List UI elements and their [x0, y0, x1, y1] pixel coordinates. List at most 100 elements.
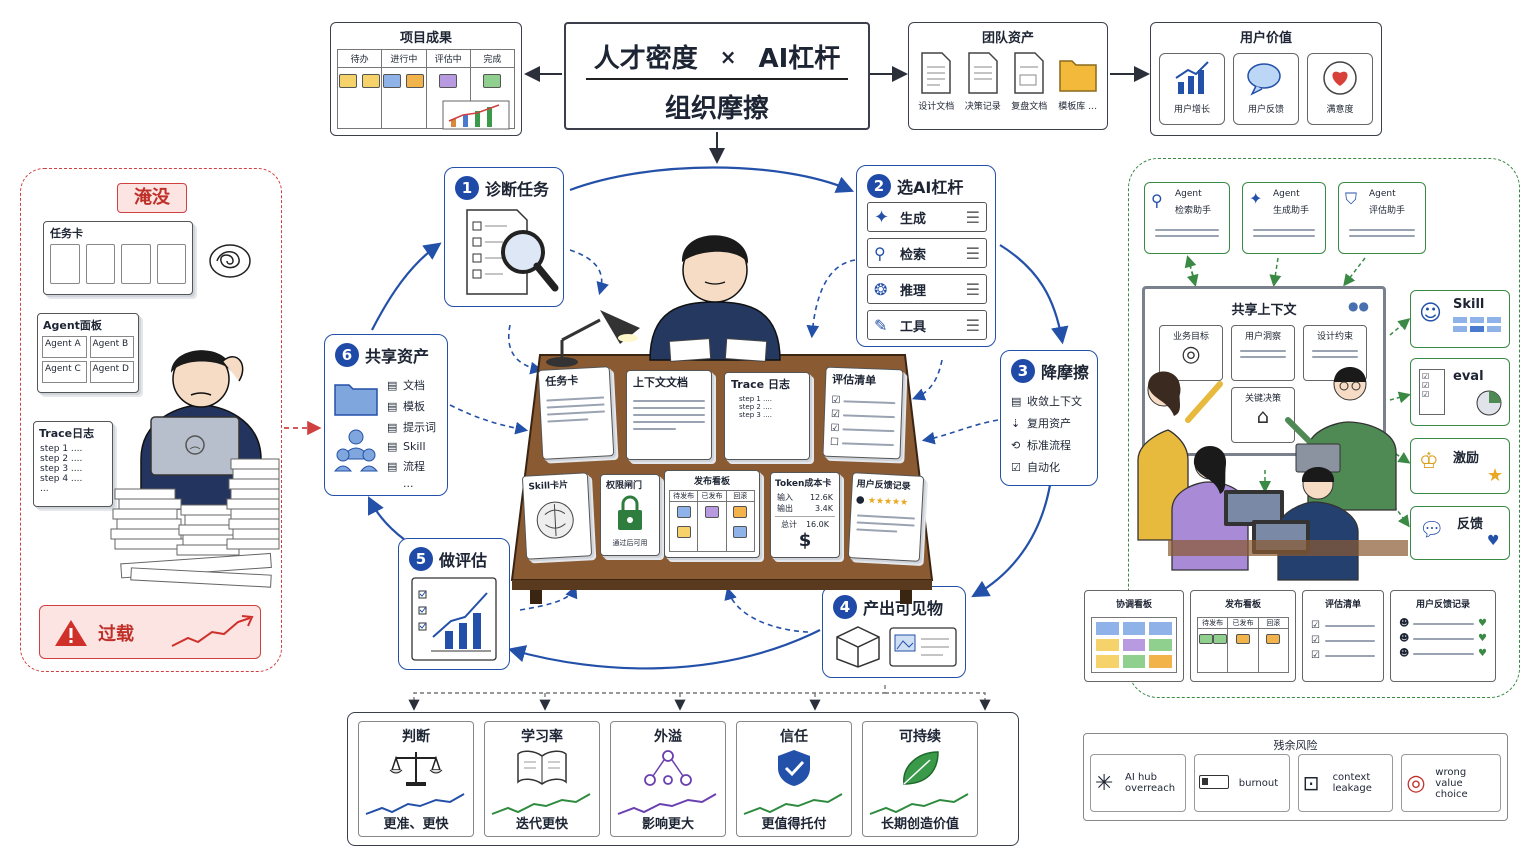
- agent-retrieval-card: ⚲ Agent 检索助手: [1144, 182, 1230, 254]
- desk-skill-card: Skill卡片: [521, 472, 593, 560]
- side-skill-card: ☺ Skill: [1410, 290, 1510, 348]
- list-bullet-icon: ▤: [387, 399, 398, 413]
- agent-generation-card: ✦ Agent 生成助手: [1242, 182, 1326, 254]
- lever-generate: ✦ 生成 ☰: [867, 202, 987, 232]
- growth-chart-icon: [1175, 61, 1209, 94]
- lever-retrieve: ⚲ 检索 ☰: [867, 238, 987, 268]
- outcome-title: 外溢: [654, 729, 682, 745]
- heart-icon: [1323, 61, 1357, 95]
- sticky-note: [339, 74, 358, 88]
- menu-lines-icon: ☰: [965, 315, 980, 335]
- formula-divider: [586, 78, 848, 80]
- step-3-title: 降摩擦: [1041, 363, 1090, 382]
- desk-eval-checklist: 评估清单 ☑ ☑ ☑ ☐: [822, 366, 904, 460]
- shield-check-icon: ⛉: [1345, 189, 1358, 208]
- flow-icon: ⟲: [1011, 438, 1021, 452]
- document-icon: [921, 52, 951, 94]
- outcome-trend-line: [617, 793, 717, 815]
- sticky-note: [439, 74, 458, 88]
- shared-asset-item: Skill: [403, 440, 426, 453]
- lever-reason: ❂ 推理 ☰: [867, 274, 987, 304]
- overload-panel: 淹没 任务卡 Agent面板 Agent A Agent B Agent C A…: [20, 168, 282, 672]
- outcome-subtitle: 迭代更快: [515, 817, 568, 832]
- leaking-lock-icon: ⊡: [1302, 771, 1320, 795]
- menu-lines-icon: ☰: [965, 207, 980, 227]
- lock-icon: [618, 495, 642, 530]
- step-4-title: 产出可见物: [863, 599, 944, 618]
- trend-up-icon: [171, 615, 254, 647]
- outcome-subtitle: 影响更大: [641, 817, 694, 832]
- outcome-card: 判断更准、更快: [358, 721, 474, 837]
- task-card-stack: 任务卡: [43, 221, 193, 295]
- user-avatar-icon: ☻: [1399, 633, 1410, 644]
- brain-icon: [536, 501, 574, 539]
- outcome-trend-line: [743, 793, 843, 815]
- friction-item: ▤收敛上下文: [1011, 394, 1082, 409]
- search-icon: ⚲: [874, 243, 886, 263]
- user-avatar-icon: ●: [855, 494, 865, 506]
- outcome-trend-line: [491, 793, 591, 815]
- scales-icon: [389, 752, 443, 786]
- sticky-note: [362, 74, 381, 88]
- chat-bubble-icon: [1247, 63, 1281, 96]
- context-key-decision: 关键决策 ⌂: [1231, 387, 1295, 443]
- outcome-trend-line: [365, 793, 465, 815]
- ai-leverage-label: AI杠杆: [758, 44, 841, 74]
- lever-tools: ✎ 工具 ☰: [867, 310, 987, 340]
- residual-risk-title: 残余风险: [1273, 739, 1318, 752]
- context-business-goal: 业务目标 ◎: [1159, 325, 1223, 381]
- trophy-icon: ♔: [1419, 449, 1439, 474]
- target-icon: ◎: [1181, 342, 1201, 367]
- overwhelm-badge: 淹没: [117, 183, 187, 213]
- kanban-col-doing: 进行中: [382, 50, 427, 128]
- team-assets-title: 团队资产: [981, 31, 1034, 46]
- agent-cards-row: ⚲ Agent 检索助手 ✦ Agent 生成助手 ⛉ Agent 评估助手: [1144, 182, 1426, 254]
- outcome-title: 信任: [780, 729, 808, 745]
- asset-design-doc: 设计文档: [918, 51, 954, 112]
- agent-evaluation-card: ⛉ Agent 评估助手: [1338, 182, 1426, 254]
- side-eval-card: ☑☑☑ eval: [1410, 358, 1510, 426]
- list-bullet-icon: ▤: [387, 378, 398, 392]
- shared-asset-item: 流程: [403, 460, 425, 473]
- brain-icon: ❂: [874, 279, 888, 299]
- shared-asset-more: ...: [403, 477, 414, 490]
- sparkle-icon: ✦: [874, 206, 890, 228]
- org-friction-label: 组织摩擦: [664, 94, 769, 124]
- heart-bubble-icon: ♥: [1487, 533, 1500, 549]
- project-results-title: 项目成果: [399, 31, 452, 46]
- project-results-panel: 项目成果 待办 进行中 评估中 完成: [330, 22, 522, 136]
- sparkle-icon: ✦: [1249, 189, 1263, 208]
- desk-context-doc: 上下文文档: [626, 370, 712, 460]
- eval-chart-icon: [411, 577, 497, 661]
- user-avatar-icon: ☻: [1399, 618, 1410, 629]
- outcome-subtitle: 更准、更快: [383, 817, 449, 832]
- team-assets-panel: 团队资产 设计文档 决策记录 复盘文档 模板库 …: [908, 22, 1108, 130]
- list-bullet-icon: ▤: [387, 459, 398, 473]
- value-satisfaction: 满意度: [1307, 53, 1373, 125]
- shared-asset-item: 提示词: [403, 421, 436, 434]
- trace-log-card: Trace日志 step 1 .... step 2 .... step 3 .…: [33, 421, 113, 507]
- talent-density-label: 人才密度: [593, 44, 698, 74]
- team-eval-checklist: 评估清单 ☑ ☑ ☑: [1302, 590, 1384, 682]
- outcomes-row: 判断更准、更快学习率迭代更快外溢影响更大信任更值得托付可持续长期创造价值: [358, 721, 978, 837]
- head-bulb-icon: ☺: [1419, 301, 1442, 326]
- context-user-insight: 用户洞察: [1231, 325, 1295, 381]
- user-value-panel: 用户价值 用户增长 用户反馈 满意度: [1150, 22, 1382, 136]
- team-release-board: 发布看板 待发布 已发布 回滚: [1190, 590, 1296, 682]
- tangled-thought-icon: [209, 244, 251, 278]
- menu-lines-icon: ☰: [965, 279, 980, 299]
- overwhelmed-person-illustration: [110, 350, 280, 588]
- shared-asset-item: 文档: [403, 379, 425, 392]
- center-formula: 人才密度 × AI杠杆 组织摩擦: [564, 22, 870, 130]
- wrench-icon: ✎: [874, 315, 888, 335]
- shared-asset-item: 模板: [403, 400, 425, 413]
- side-feedback-card: 💬︎ 反馈 ♥: [1410, 506, 1510, 560]
- outcome-card: 可持续长期创造价值: [862, 721, 978, 837]
- team-people-illustration: [1137, 367, 1408, 581]
